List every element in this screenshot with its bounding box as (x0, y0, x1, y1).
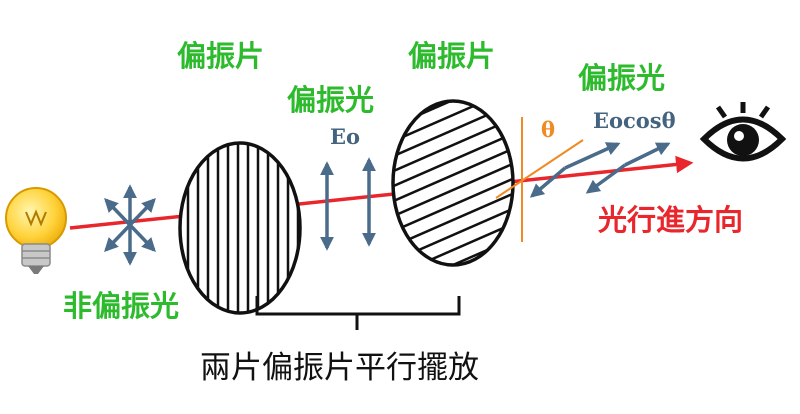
right-polarized-light-label: 偏振光 (578, 61, 665, 95)
unpolarized-arrows (104, 184, 156, 266)
left-polarizer (178, 141, 302, 315)
mid-polarized-light-label: 偏振光 (287, 83, 374, 117)
eye-icon (699, 102, 787, 162)
right-polarizer-label: 偏振片 (408, 39, 495, 73)
tilted-reference-line (495, 139, 584, 199)
polarized-arrows-vertical (320, 157, 376, 251)
theta-label: θ (541, 117, 555, 142)
pair-bracket (255, 296, 461, 330)
unpolarized-light-label: 非偏振光 (63, 289, 179, 323)
direction-label: 光行進方向 (598, 203, 743, 237)
left-polarizer-label: 偏振片 (177, 39, 264, 73)
e0-label: Eo (330, 124, 360, 149)
e0-cos-label: Eocosθ (593, 108, 676, 133)
polarized-arrows-diagonal (529, 142, 671, 198)
right-polarizer (391, 99, 515, 267)
light-beam (69, 155, 694, 230)
light-bulb-icon (5, 187, 67, 274)
parallel-caption: 兩片偏振片平行擺放 (200, 350, 479, 386)
